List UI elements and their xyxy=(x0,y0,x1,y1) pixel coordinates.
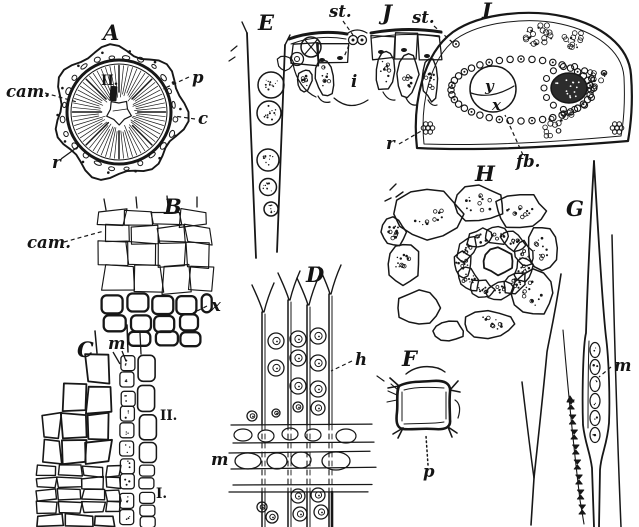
figure-a-label: A xyxy=(101,20,119,45)
figure-f-pitted-cell xyxy=(376,365,461,439)
label-r-a: r xyxy=(52,153,62,172)
label-ring2-c: II. xyxy=(160,408,177,424)
figure-a-stem-cross-section xyxy=(54,43,190,181)
leader-st-j xyxy=(342,20,354,36)
figure-d-label: D xyxy=(305,262,325,287)
leader-r-a xyxy=(60,145,80,160)
leader-m-c2 xyxy=(121,350,127,362)
label-p-f: p xyxy=(423,462,435,481)
leader-p-a xyxy=(162,76,190,90)
figure-f-label: F xyxy=(401,346,419,371)
label-ring1-c: I. xyxy=(156,486,167,502)
figure-j-epidermis-stomata xyxy=(276,28,443,107)
label-ring2-a: II. xyxy=(101,73,118,89)
figure-e-sieve-tube xyxy=(228,21,291,259)
label-m-d: m xyxy=(211,450,228,469)
label-cam-b: cam. xyxy=(27,233,71,252)
leader-r-i xyxy=(398,129,424,145)
label-cam-a: cam. xyxy=(6,82,50,101)
figure-d-tracheids-with-ray xyxy=(228,264,377,527)
labels: A cam. p c r II. B cam. x C m II. I. D h… xyxy=(6,0,631,502)
leader-lines xyxy=(44,20,612,466)
leader-cam-a xyxy=(44,92,78,103)
leader-fb-i xyxy=(504,114,524,156)
label-x-i: x xyxy=(491,96,502,114)
leader-c-a xyxy=(173,115,196,120)
label-x-b: x xyxy=(210,296,221,315)
figure-i-label: I xyxy=(481,0,493,23)
figure-i-leaf-cross-section xyxy=(414,11,633,151)
figure-b-cambium-cells xyxy=(96,195,215,348)
label-m-c: m xyxy=(108,334,125,353)
figure-e-label: E xyxy=(257,10,275,35)
label-p-a: p xyxy=(192,68,204,87)
label-st-i: st. xyxy=(411,8,435,27)
label-c-a: c xyxy=(198,109,208,128)
figure-g-fibers xyxy=(521,160,622,527)
label-i-j: i xyxy=(351,72,357,91)
leader-m-g xyxy=(598,366,612,378)
label-r-i: r xyxy=(386,134,396,153)
label-st-j: st. xyxy=(328,2,352,21)
figure-c-wood-radial-section xyxy=(35,324,158,527)
figure-b-label: B xyxy=(163,194,182,219)
figure-h-label: H xyxy=(474,161,496,186)
figure-h-resin-duct xyxy=(380,183,559,342)
leader-x-b xyxy=(192,305,208,314)
label-y-i: y xyxy=(484,77,495,95)
figure-c-label: C xyxy=(77,337,94,362)
leader-st-j2 xyxy=(343,44,350,58)
leader-h-d xyxy=(330,360,353,372)
leader-p-f xyxy=(425,435,429,466)
label-m-g: m xyxy=(614,356,631,375)
leader-m-c1 xyxy=(112,351,121,365)
figure-j-label: J xyxy=(378,0,394,25)
figure-g-label: G xyxy=(566,196,584,221)
label-h-d: h xyxy=(355,350,367,369)
label-fb-i: fb. xyxy=(515,152,540,171)
